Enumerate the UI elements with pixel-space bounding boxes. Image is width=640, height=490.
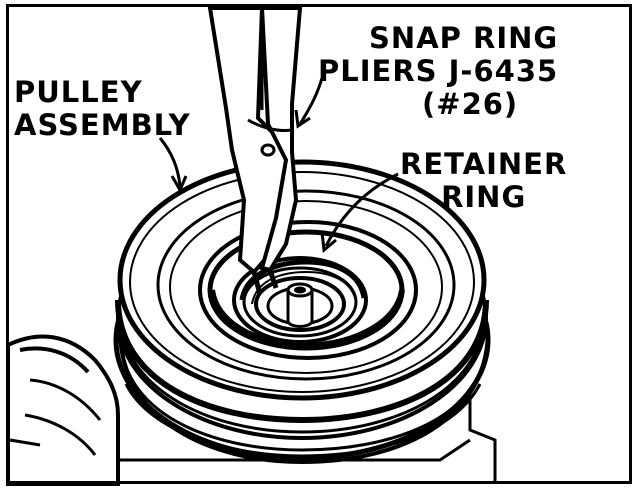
pulley-label-line1: PULLEY [14, 75, 143, 109]
snap-label-line1: SNAP RING [369, 21, 559, 55]
leader-pulley [158, 137, 182, 187]
figure-border [6, 4, 632, 484]
snap-label-line2: PLIERS J-6435 [318, 54, 559, 88]
leader-pliers [298, 77, 324, 125]
pulley-label-line2: ASSEMBLY [14, 108, 191, 142]
leader-retainer [324, 172, 399, 247]
hand [6, 334, 120, 486]
pulley-assembly-label: PULLEY ASSEMBLY [14, 76, 191, 142]
pulley-assembly [113, 159, 491, 465]
snap-ring-pliers-label: SNAP RING PLIERS J-6435 (#26) [318, 22, 558, 121]
leader-lines [158, 77, 399, 253]
snap-ring-pliers [207, 6, 303, 295]
retainer-label-line1: RETAINER [400, 147, 568, 181]
retainer-ring-label: RETAINER RING [400, 148, 567, 214]
retainer-label-line2: RING [441, 180, 527, 214]
snap-label-line3: (#26) [422, 87, 519, 121]
